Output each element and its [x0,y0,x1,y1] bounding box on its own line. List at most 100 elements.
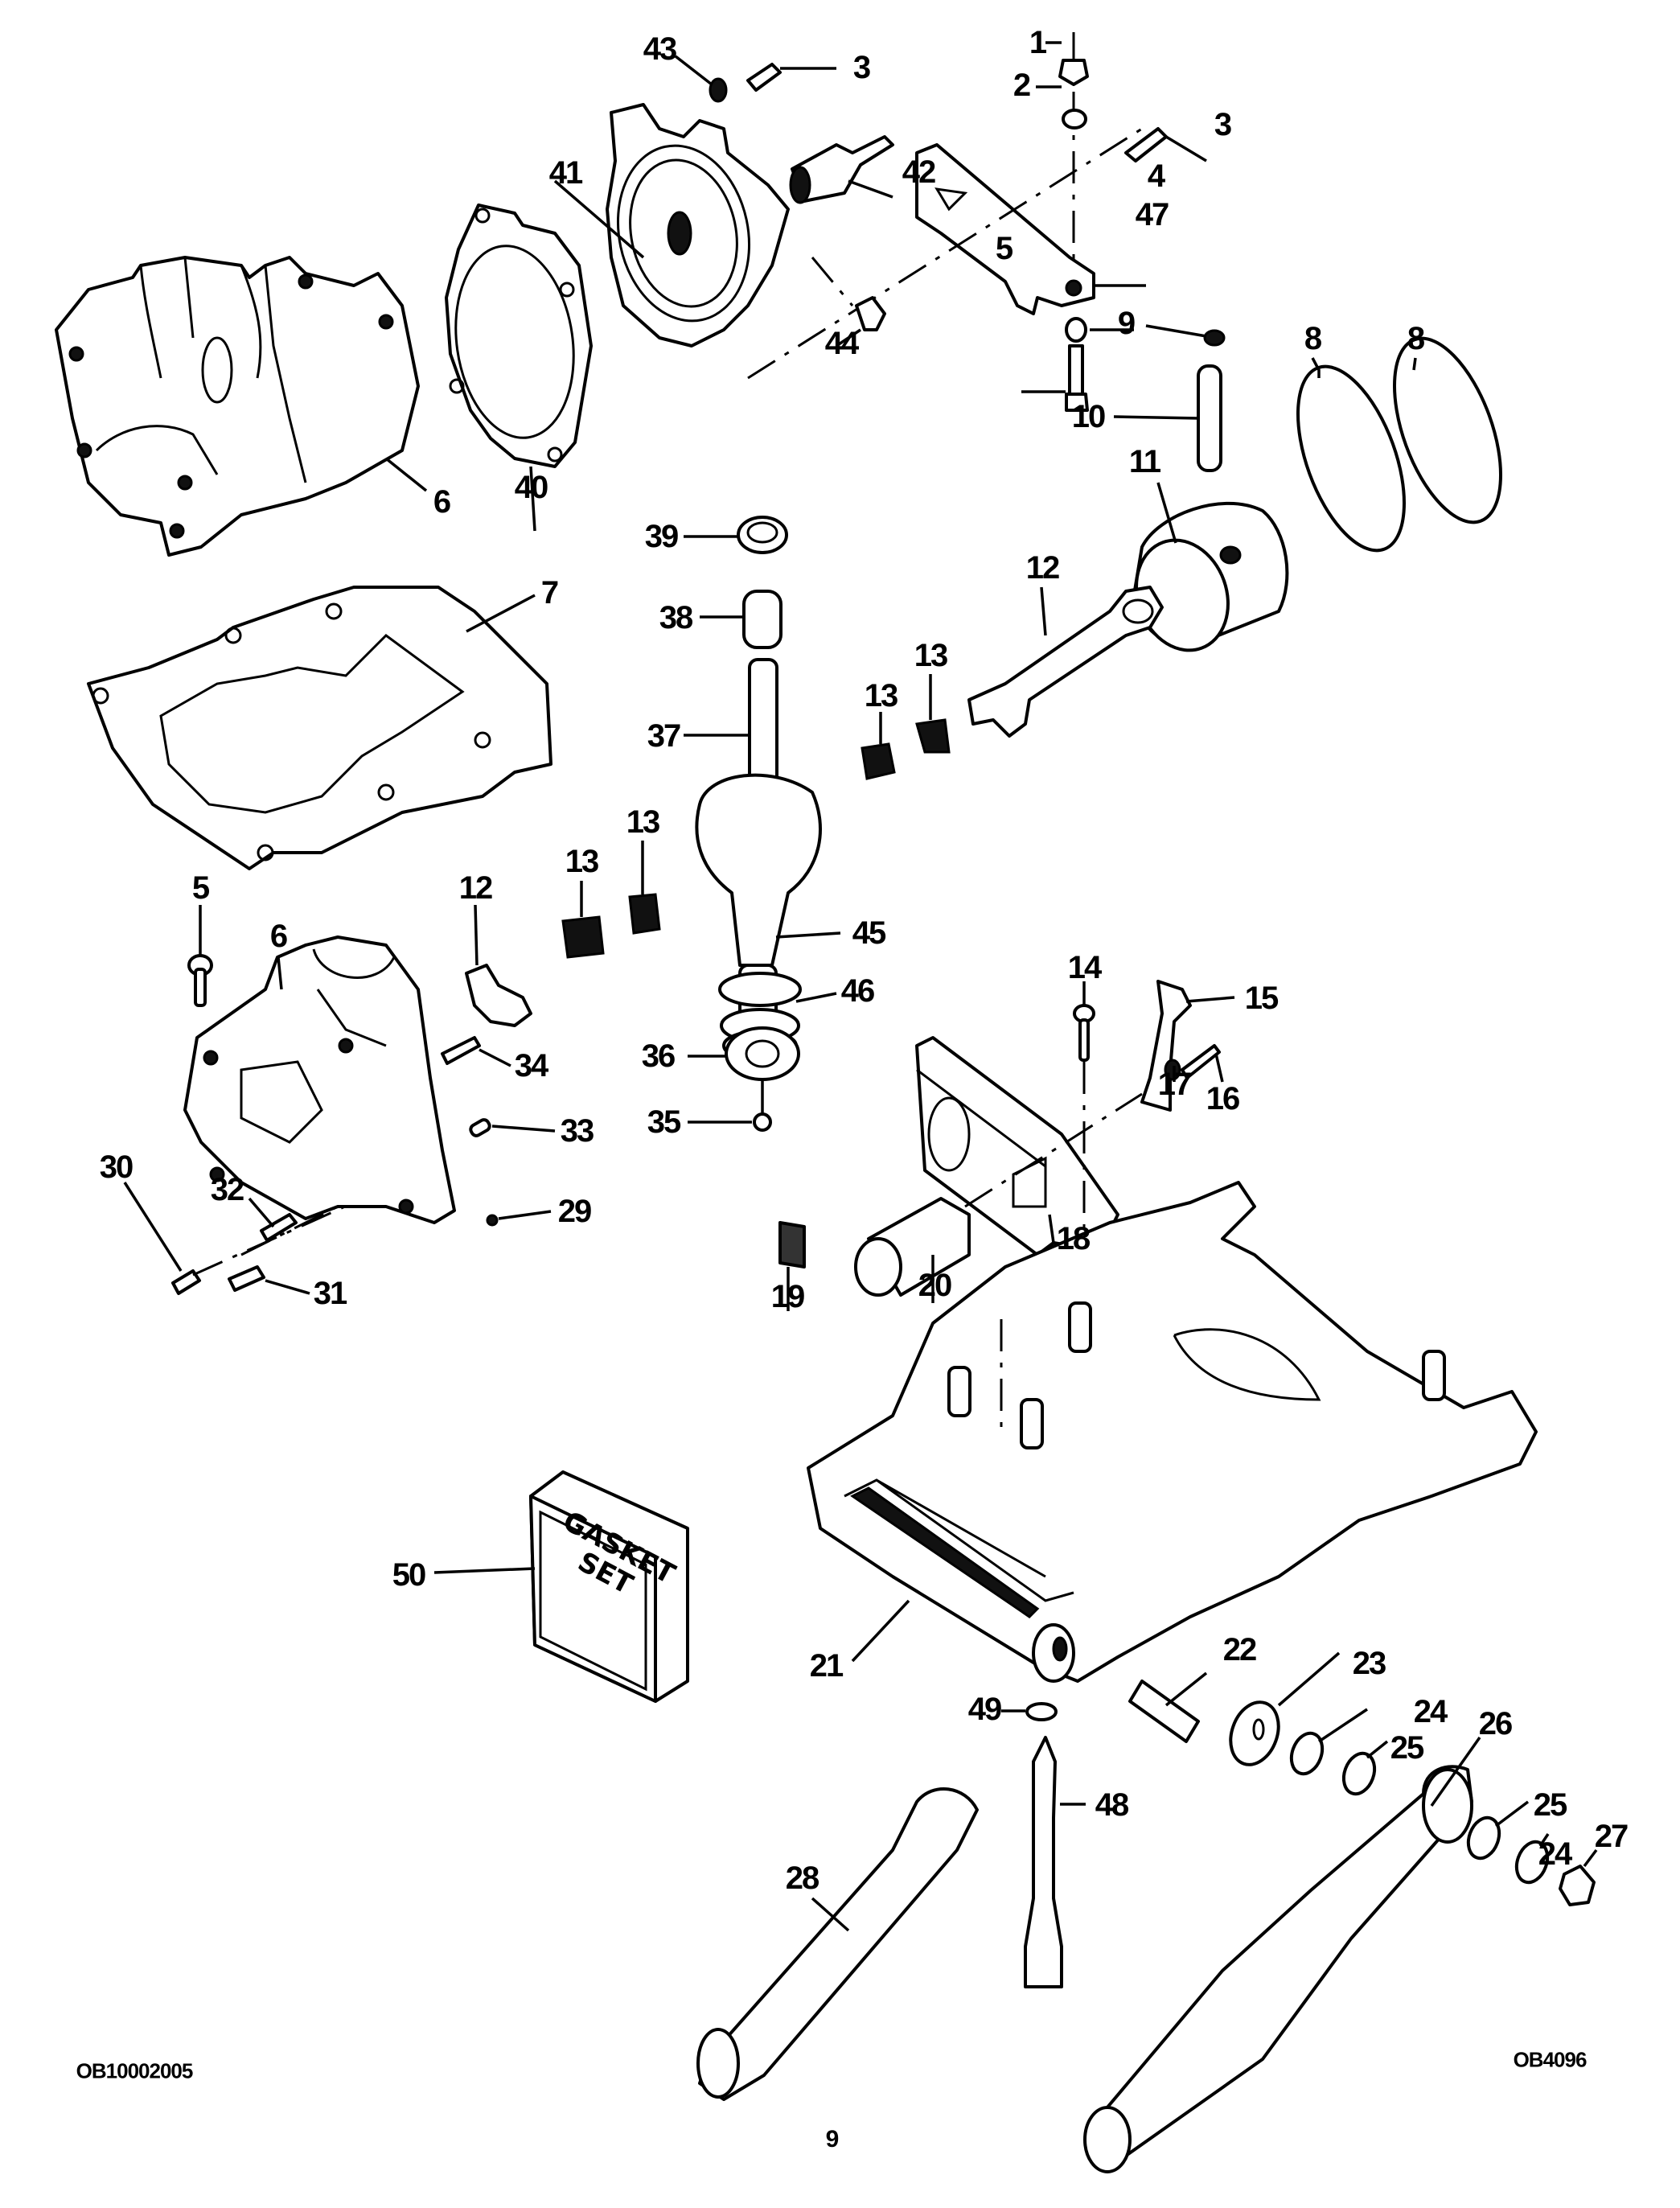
screw-and-washer-part [674,55,836,103]
callout-27[interactable]: 27 [1594,1819,1629,1854]
callout-20[interactable]: 20 [918,1268,952,1303]
callout-5[interactable]: 5 [995,231,1013,266]
bracket-15-hardware-part [964,980,1235,1255]
crankcase-part [183,935,456,1224]
tube-part [854,1197,971,1303]
callout-26[interactable]: 26 [1478,1706,1513,1741]
drive-shaft-housing-part [807,1181,1538,1683]
callout-38[interactable]: 38 [659,600,693,635]
piston-part [1132,482,1289,652]
piston-pin-part [1113,364,1222,472]
callout-39[interactable]: 39 [644,519,679,554]
callout-9[interactable]: 9 [1117,306,1136,341]
drive-shaft-part [1024,1736,1086,1988]
spark-plug-part [789,135,894,204]
callout-22[interactable]: 22 [1222,1632,1257,1667]
callout-12[interactable]: 12 [1025,550,1060,586]
callout-13[interactable]: 13 [864,678,898,713]
callout-47[interactable]: 47 [1135,197,1169,232]
tiller-hardware-part [1128,1651,1598,1906]
callout-50[interactable]: 50 [392,1557,426,1593]
callout-3[interactable]: 3 [1214,107,1232,142]
callout-36[interactable]: 36 [641,1038,676,1074]
retaining-clip-part [1145,324,1226,347]
callout-28[interactable]: 28 [785,1861,819,1896]
callout-7[interactable]: 7 [540,575,559,611]
callout-25[interactable]: 25 [1533,1787,1567,1823]
callout-31[interactable]: 31 [313,1276,347,1311]
callout-19[interactable]: 19 [770,1279,805,1314]
callout-41[interactable]: 41 [548,155,583,191]
callout-32[interactable]: 32 [210,1172,244,1207]
callout-11[interactable]: 11 [1128,444,1161,479]
bushing-part [700,590,782,649]
head-gasket-part [445,204,593,532]
callout-14[interactable]: 14 [1067,950,1102,985]
callout-24[interactable]: 24 [1413,1694,1448,1729]
callout-3[interactable]: 3 [852,50,871,85]
page-number: 9 [825,2126,840,2152]
screw-30-31-32-part [123,1182,355,1295]
bearing-part [561,674,951,959]
piston-ring-part [1296,336,1502,553]
seal-part [684,516,788,554]
callout-13[interactable]: 13 [626,804,660,840]
screw-5-part [187,905,213,1007]
callout-33[interactable]: 33 [560,1113,594,1149]
rod-cap-part [465,904,532,1027]
callout-18[interactable]: 18 [1056,1221,1091,1256]
callout-6[interactable]: 6 [433,484,451,520]
cylinder-block-part [55,256,428,557]
tiller-handle-part [1083,1736,1481,2173]
handle-grip-part [696,1787,979,2101]
callout-2[interactable]: 2 [1013,68,1031,103]
callout-6[interactable]: 6 [269,919,288,954]
callout-5[interactable]: 5 [191,870,210,906]
decal-part [778,1221,806,1311]
bracket-hardware-part [1021,32,1207,412]
screw-44-part [836,296,886,347]
callout-16[interactable]: 16 [1206,1081,1240,1116]
gasket-set-box-part [433,1470,689,1703]
lifting-bracket-part [915,143,1146,315]
callout-13[interactable]: 13 [565,844,599,879]
callout-8[interactable]: 8 [1304,321,1322,356]
callout-45[interactable]: 45 [852,915,886,951]
callout-44[interactable]: 44 [824,326,859,361]
callout-12[interactable]: 12 [458,870,493,906]
pin-part [486,1210,552,1227]
callout-49[interactable]: 49 [967,1692,1002,1727]
figure-code-right: OB4096 [1513,2047,1588,2072]
callout-30[interactable]: 30 [99,1149,133,1185]
dowel-pin-part [469,1118,556,1137]
callout-8[interactable]: 8 [1407,321,1425,356]
callout-24[interactable]: 24 [1538,1836,1572,1872]
callout-23[interactable]: 23 [1352,1646,1386,1681]
callout-29[interactable]: 29 [557,1194,592,1229]
callout-1[interactable]: 1 [1029,25,1047,60]
callout-10[interactable]: 10 [1071,399,1106,434]
figure-code-left: OB10002005 [76,2058,194,2083]
callout-46[interactable]: 46 [840,973,875,1009]
callout-35[interactable]: 35 [647,1104,681,1140]
callout-37[interactable]: 37 [647,718,681,754]
callout-25[interactable]: 25 [1390,1730,1424,1766]
callout-42[interactable]: 42 [902,154,936,190]
callout-40[interactable]: 40 [514,470,548,505]
o-ring-part [688,1112,772,1132]
crankshaft-part [684,658,841,1062]
callout-34[interactable]: 34 [514,1048,548,1083]
callout-13[interactable]: 13 [914,638,948,673]
screw-34-part [441,1036,511,1067]
callout-48[interactable]: 48 [1095,1787,1129,1823]
callout-4[interactable]: 4 [1147,158,1165,194]
callout-21[interactable]: 21 [809,1648,844,1684]
connecting-rod-part [967,586,1164,738]
callout-15[interactable]: 15 [1244,981,1279,1016]
cylinder-head-part [553,103,790,347]
callout-17[interactable]: 17 [1157,1067,1192,1102]
washer-49-part [1001,1702,1058,1721]
callout-43[interactable]: 43 [643,31,677,67]
base-gasket-part [87,586,552,870]
